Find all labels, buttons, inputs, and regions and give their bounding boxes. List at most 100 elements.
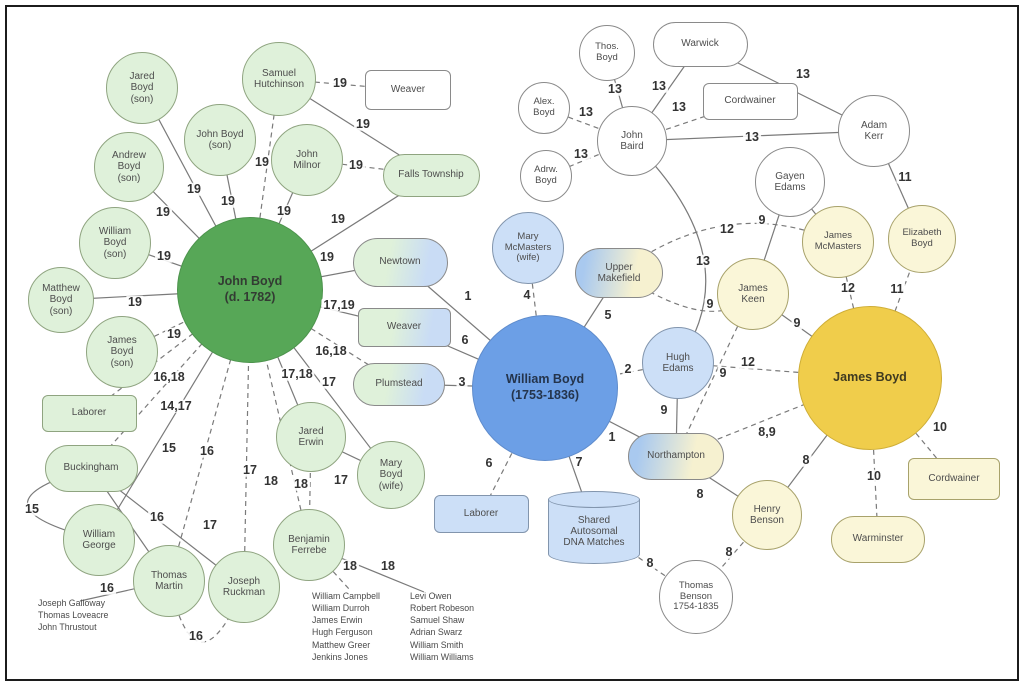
- node-john-milnor[interactable]: John Milnor: [271, 124, 343, 196]
- edge-label: 6: [483, 455, 495, 470]
- edge-label: 19: [154, 204, 172, 219]
- edge-label: 9: [791, 315, 803, 330]
- edge-label: 17,18: [279, 366, 315, 381]
- edge-label: 19: [185, 181, 203, 196]
- node-john-boyd-son[interactable]: John Boyd (son): [184, 104, 256, 176]
- edge-label: 8: [723, 544, 735, 559]
- node-shared-dna[interactable]: Shared Autosomal DNA Matches: [548, 490, 640, 564]
- node-samuel-hutchinson[interactable]: Samuel Hutchinson: [242, 42, 316, 116]
- node-benjamin-ferrebe[interactable]: Benjamin Ferrebe: [273, 509, 345, 581]
- node-james-keen[interactable]: James Keen: [717, 258, 789, 330]
- edge-label: 19: [155, 248, 173, 263]
- node-william-boyd[interactable]: William Boyd (1753-1836): [472, 315, 618, 461]
- edge-label: 16: [198, 443, 216, 458]
- edge-label: 16: [187, 628, 205, 643]
- node-thomas-martin[interactable]: Thomas Martin: [133, 545, 205, 617]
- edge-label: 19: [219, 193, 237, 208]
- node-adam-kerr[interactable]: Adam Kerr: [838, 95, 910, 167]
- edge-john-baird-alex-boyd: [543, 107, 633, 142]
- node-william-boyd-son[interactable]: William Boyd (son): [79, 207, 151, 279]
- edge-label: 15: [160, 440, 178, 455]
- node-james-boyd-son[interactable]: James Boyd (son): [86, 316, 158, 388]
- node-laborer-green[interactable]: Laborer: [41, 394, 137, 432]
- edge-label: 15: [23, 501, 41, 516]
- edge-label: 19: [347, 157, 365, 172]
- edge-label: 13: [694, 253, 712, 268]
- node-elizabeth-boyd[interactable]: Elizabeth Boyd: [888, 205, 956, 273]
- node-andrew-boyd-son[interactable]: Andrew Boyd (son): [94, 132, 164, 202]
- node-hugh-edams[interactable]: Hugh Edams: [642, 327, 714, 399]
- edge-label: 18: [292, 476, 310, 491]
- matches-mid-1: William Campbell William Durroh James Er…: [312, 591, 380, 662]
- node-label: Shared Autosomal DNA Matches: [563, 514, 625, 549]
- node-laborer-blue[interactable]: Laborer: [433, 495, 529, 533]
- edge-label: 8,9: [756, 424, 778, 439]
- edge-label: 18: [341, 558, 359, 573]
- node-matthew-boyd-son[interactable]: Matthew Boyd (son): [28, 267, 94, 333]
- node-mary-mcmasters[interactable]: Mary McMasters (wife): [492, 212, 564, 284]
- cylinder-top: [548, 490, 640, 508]
- cylinder-body: [548, 498, 640, 564]
- edge-label: 16,18: [313, 343, 349, 358]
- edge-label: 13: [794, 66, 812, 81]
- node-mary-boyd-wife[interactable]: Mary Boyd (wife): [357, 441, 425, 509]
- edge-label: 13: [743, 129, 761, 144]
- node-weaver-top[interactable]: Weaver: [365, 70, 451, 110]
- node-gayen-edams[interactable]: Gayen Edams: [755, 147, 825, 217]
- matches-mid-2: Levi Owen Robert Robeson Samuel Shaw Adr…: [410, 591, 475, 662]
- edge-label: 1: [462, 288, 474, 303]
- edge-label: 19: [126, 294, 144, 309]
- edge-label: 14,17: [158, 398, 194, 413]
- edge-label: 9: [658, 402, 670, 417]
- node-northampton[interactable]: Northampton: [628, 432, 724, 480]
- node-adrw-boyd[interactable]: Adrw. Boyd: [520, 150, 572, 202]
- edge-label: 9: [756, 212, 768, 227]
- edge-label: 3: [456, 374, 468, 389]
- edge-label: 9: [717, 365, 729, 380]
- edge-label: 19: [275, 203, 293, 218]
- edge-label: 12: [739, 354, 757, 369]
- node-warminster[interactable]: Warminster: [831, 515, 925, 563]
- matches-left: Joseph Galloway Thomas Loveacre John Thr…: [38, 598, 109, 633]
- edge-label: 4: [521, 287, 533, 302]
- node-john-baird[interactable]: John Baird: [597, 106, 667, 176]
- node-plumstead[interactable]: Plumstead: [353, 362, 445, 406]
- node-james-mcmasters[interactable]: James McMasters: [802, 206, 874, 278]
- edge-label: 1: [606, 429, 618, 444]
- edge-label: 13: [650, 78, 668, 93]
- edge-label: 19: [354, 116, 372, 131]
- node-warwick[interactable]: Warwick: [652, 21, 748, 67]
- edge-label: 8: [694, 486, 706, 501]
- edge-label: 19: [329, 211, 347, 226]
- node-james-boyd-hub[interactable]: James Boyd: [798, 306, 942, 450]
- edge-label: 13: [670, 99, 688, 114]
- edge-label: 18: [262, 473, 280, 488]
- node-newtown[interactable]: Newtown: [352, 237, 448, 287]
- edge-label: 17: [201, 517, 219, 532]
- node-weaver-mid[interactable]: Weaver: [357, 307, 451, 347]
- node-cordwainer-top[interactable]: Cordwainer: [702, 82, 798, 120]
- node-buckingham[interactable]: Buckingham: [44, 444, 138, 492]
- node-william-george[interactable]: William George: [63, 504, 135, 576]
- node-upper-makefield[interactable]: Upper Makefield: [575, 248, 663, 298]
- node-cordwainer-right[interactable]: Cordwainer: [908, 458, 1000, 500]
- edge-label: 17: [320, 374, 338, 389]
- edge-label: 17,19: [321, 297, 357, 312]
- node-alex-boyd[interactable]: Alex. Boyd: [518, 82, 570, 134]
- node-john-boyd-sr[interactable]: John Boyd (d. 1782): [177, 217, 323, 363]
- node-falls-township[interactable]: Falls Township: [382, 153, 480, 197]
- node-henry-benson[interactable]: Henry Benson: [732, 480, 802, 550]
- edge-label: 19: [253, 154, 271, 169]
- node-jared-erwin[interactable]: Jared Erwin: [276, 402, 346, 472]
- edge-label: 13: [577, 104, 595, 119]
- node-joseph-ruckman[interactable]: Joseph Ruckman: [208, 551, 280, 623]
- edge-label: 6: [459, 332, 471, 347]
- node-thomas-benson[interactable]: Thomas Benson 1754-1835: [659, 560, 733, 634]
- edge-label: 7: [573, 454, 585, 469]
- edge-elizabeth-boyd-james-boyd-hub: [869, 238, 923, 379]
- node-thos-boyd[interactable]: Thos. Boyd: [579, 25, 635, 81]
- node-jared-boyd-son[interactable]: Jared Boyd (son): [106, 52, 178, 124]
- edge-label: 12: [839, 280, 857, 295]
- edge-label: 16: [148, 509, 166, 524]
